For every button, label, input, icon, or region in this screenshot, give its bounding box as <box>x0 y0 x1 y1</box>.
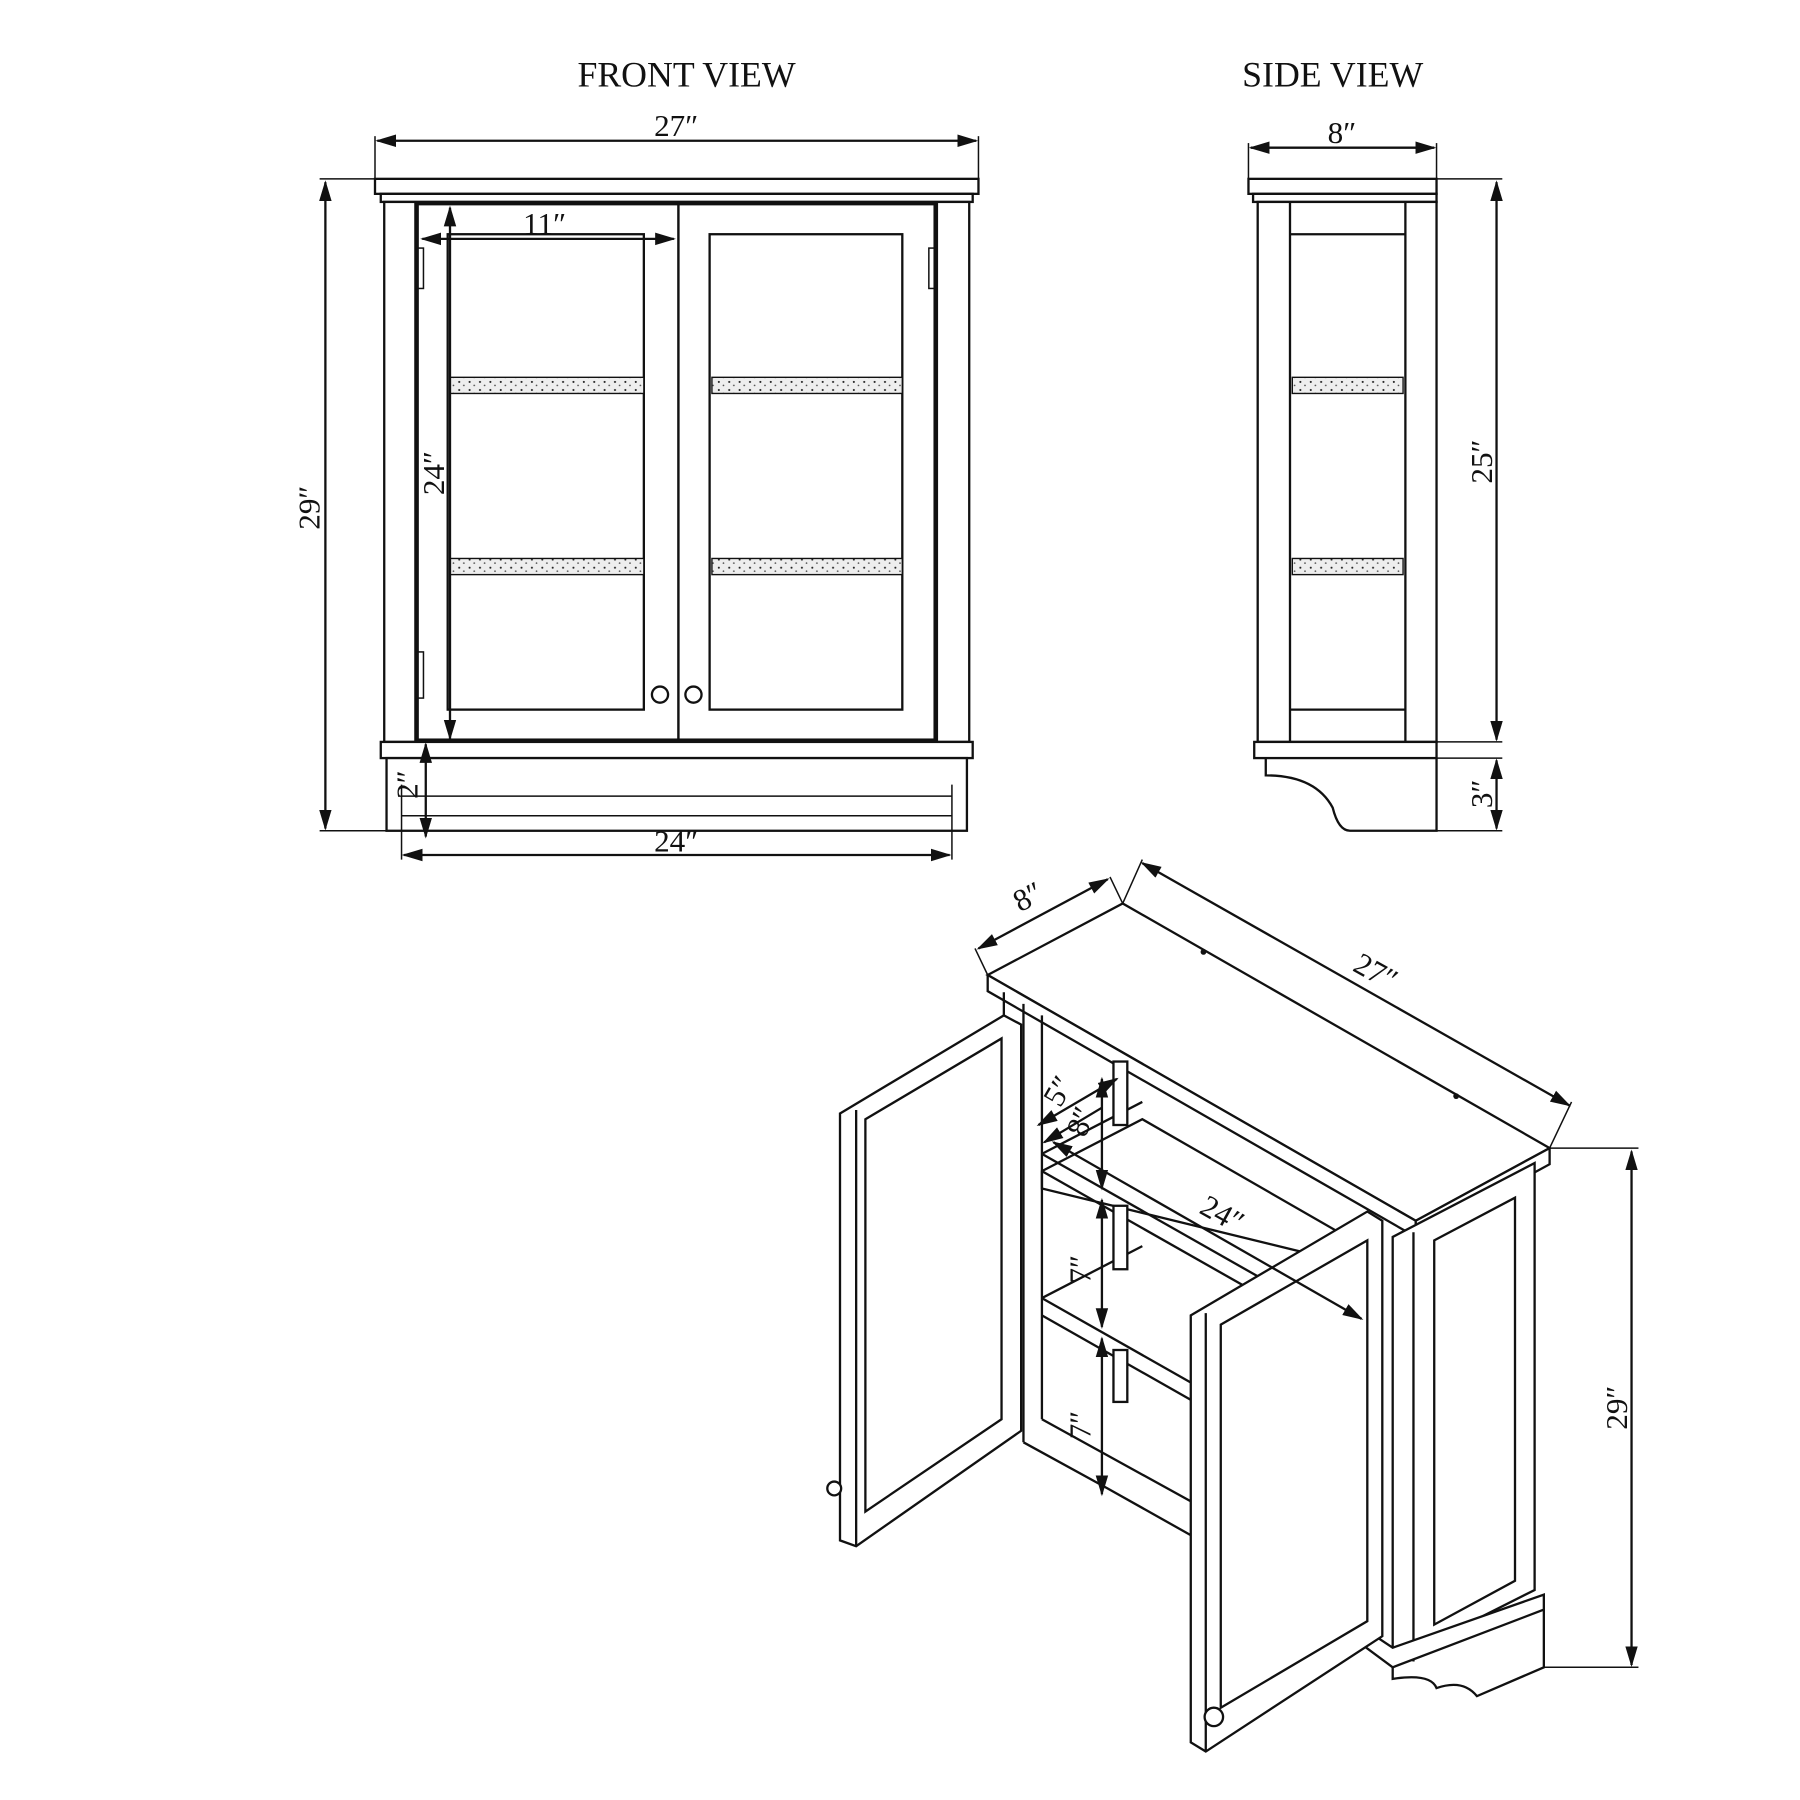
front-shelf <box>449 557 645 576</box>
front-shelf <box>449 376 645 395</box>
front-view-title: FRONT VIEW <box>577 55 795 95</box>
inner-height-label: 24″ <box>416 451 451 495</box>
front-height-label: 29″ <box>292 486 327 530</box>
side-body <box>1256 200 1438 744</box>
iso-shelf-spacing-1-label: 7″ <box>1062 1255 1097 1284</box>
door-knob <box>650 685 670 704</box>
iso-top <box>985 902 1552 1223</box>
isometric-view: 8″ 27″ 5″ 8″ 24″ 7″ 7″ 29″ <box>826 859 1639 1753</box>
iso-right-door <box>1189 1210 1384 1753</box>
iso-width-label: 27″ <box>1348 946 1404 998</box>
iso-left-door <box>838 1014 1023 1548</box>
right-door <box>677 203 936 741</box>
side-shelf <box>1291 376 1404 395</box>
base-width-label: 24″ <box>654 824 698 859</box>
side-shelf <box>1291 557 1404 576</box>
side-view: 8″ 25″ 3″ <box>1247 115 1503 832</box>
side-height-label: 25″ <box>1464 439 1499 483</box>
front-shelf <box>711 376 903 395</box>
front-view: 27″ 11″ 24″ 29″ 2″ 24″ <box>292 108 980 862</box>
side-depth-label: 8″ <box>1328 115 1357 150</box>
front-crown <box>373 177 980 195</box>
right-door-glass <box>708 233 904 711</box>
iso-door-knob <box>1203 1706 1225 1728</box>
iso-shelf-spacing-2-label: 7″ <box>1062 1411 1097 1440</box>
front-width-label: 27″ <box>654 108 698 143</box>
side-base-height-label: 3″ <box>1464 780 1499 809</box>
front-crown-lip <box>379 192 974 204</box>
iso-side-panel <box>1391 1161 1536 1664</box>
front-shelf <box>711 557 903 576</box>
front-base-trim <box>379 740 974 760</box>
iso-height-label: 29″ <box>1599 1386 1634 1430</box>
side-crown <box>1247 177 1438 195</box>
side-base-trim <box>1253 740 1438 760</box>
side-view-title: SIDE VIEW <box>1242 55 1423 95</box>
front-apron <box>385 756 969 832</box>
door-width-label: 11″ <box>523 206 566 241</box>
base-height-label: 2″ <box>390 770 425 799</box>
door-knob <box>684 685 703 704</box>
side-bracket <box>1264 758 1438 832</box>
iso-depth-label: 8″ <box>1007 874 1049 918</box>
iso-shelf-width-label: 24″ <box>1195 1188 1251 1240</box>
left-door <box>416 203 680 741</box>
